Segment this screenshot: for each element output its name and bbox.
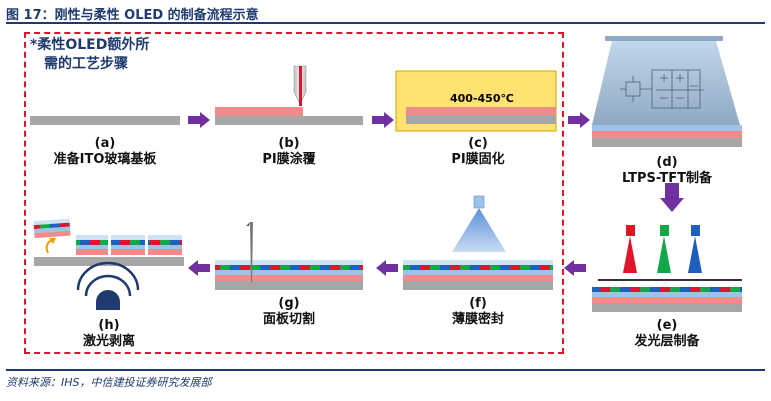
flexible-note: *柔性OLED额外所 需的工艺步骤 — [30, 36, 149, 74]
step-c-curing — [395, 70, 557, 132]
temperature-label: 400-450℃ — [450, 92, 514, 105]
step-a-glass — [30, 116, 180, 125]
bottom-rule — [6, 369, 765, 371]
arrow-e-f — [564, 260, 586, 276]
step-e-emission — [592, 225, 742, 312]
caption-e: (e) 发光层制备 — [592, 318, 742, 350]
step-f-encapsulation — [403, 195, 553, 290]
arrow-f-g — [376, 260, 398, 276]
step-d-ltps — [592, 36, 742, 147]
caption-f-letter: (f) — [469, 296, 487, 311]
step-h-lift-off — [33, 218, 184, 310]
caption-a: (a) 准备ITO玻璃基板 — [30, 136, 180, 168]
caption-h-label: 激光剥离 — [82, 334, 135, 349]
caption-f: (f) 薄膜密封 — [403, 296, 553, 328]
note-line2: 需的工艺步骤 — [44, 56, 128, 72]
caption-c-label: PI膜固化 — [451, 152, 505, 167]
arrow-b-c — [372, 112, 394, 128]
arrow-c-d — [568, 112, 590, 128]
caption-f-label: 薄膜密封 — [451, 312, 504, 327]
arrow-d-e — [660, 183, 684, 212]
caption-d-label: LTPS-TFT制备 — [622, 171, 712, 186]
caption-g-label: 面板切割 — [262, 312, 315, 327]
caption-h: (h) 激光剥离 — [34, 318, 184, 350]
figure-title: 图 17：刚性与柔性 OLED 的制备流程示意 — [6, 8, 259, 23]
source-note: 资料来源：IHS，中信建投证券研究发展部 — [6, 376, 212, 389]
caption-h-letter: (h) — [98, 318, 120, 333]
note-line1: *柔性OLED额外所 — [30, 37, 150, 53]
caption-e-letter: (e) — [656, 318, 678, 333]
step-b-coating — [215, 65, 363, 125]
caption-c-letter: (c) — [468, 136, 488, 151]
caption-b: (b) PI膜涂覆 — [215, 136, 363, 168]
caption-a-letter: (a) — [94, 136, 116, 151]
caption-b-label: PI膜涂覆 — [262, 152, 316, 167]
caption-a-label: 准备ITO玻璃基板 — [53, 152, 157, 167]
caption-c: (c) PI膜固化 — [403, 136, 553, 168]
caption-d: (d) LTPS-TFT制备 — [592, 155, 742, 187]
step-g-cutting — [215, 222, 363, 290]
flexible-process-frame — [24, 32, 564, 354]
top-rule — [6, 22, 765, 24]
caption-e-label: 发光层制备 — [634, 334, 700, 349]
caption-g: (g) 面板切割 — [215, 296, 363, 328]
caption-d-letter: (d) — [656, 155, 678, 170]
arrow-a-b — [188, 112, 210, 128]
caption-b-letter: (b) — [278, 136, 300, 151]
arrow-g-h — [188, 260, 210, 276]
caption-g-letter: (g) — [278, 296, 300, 311]
